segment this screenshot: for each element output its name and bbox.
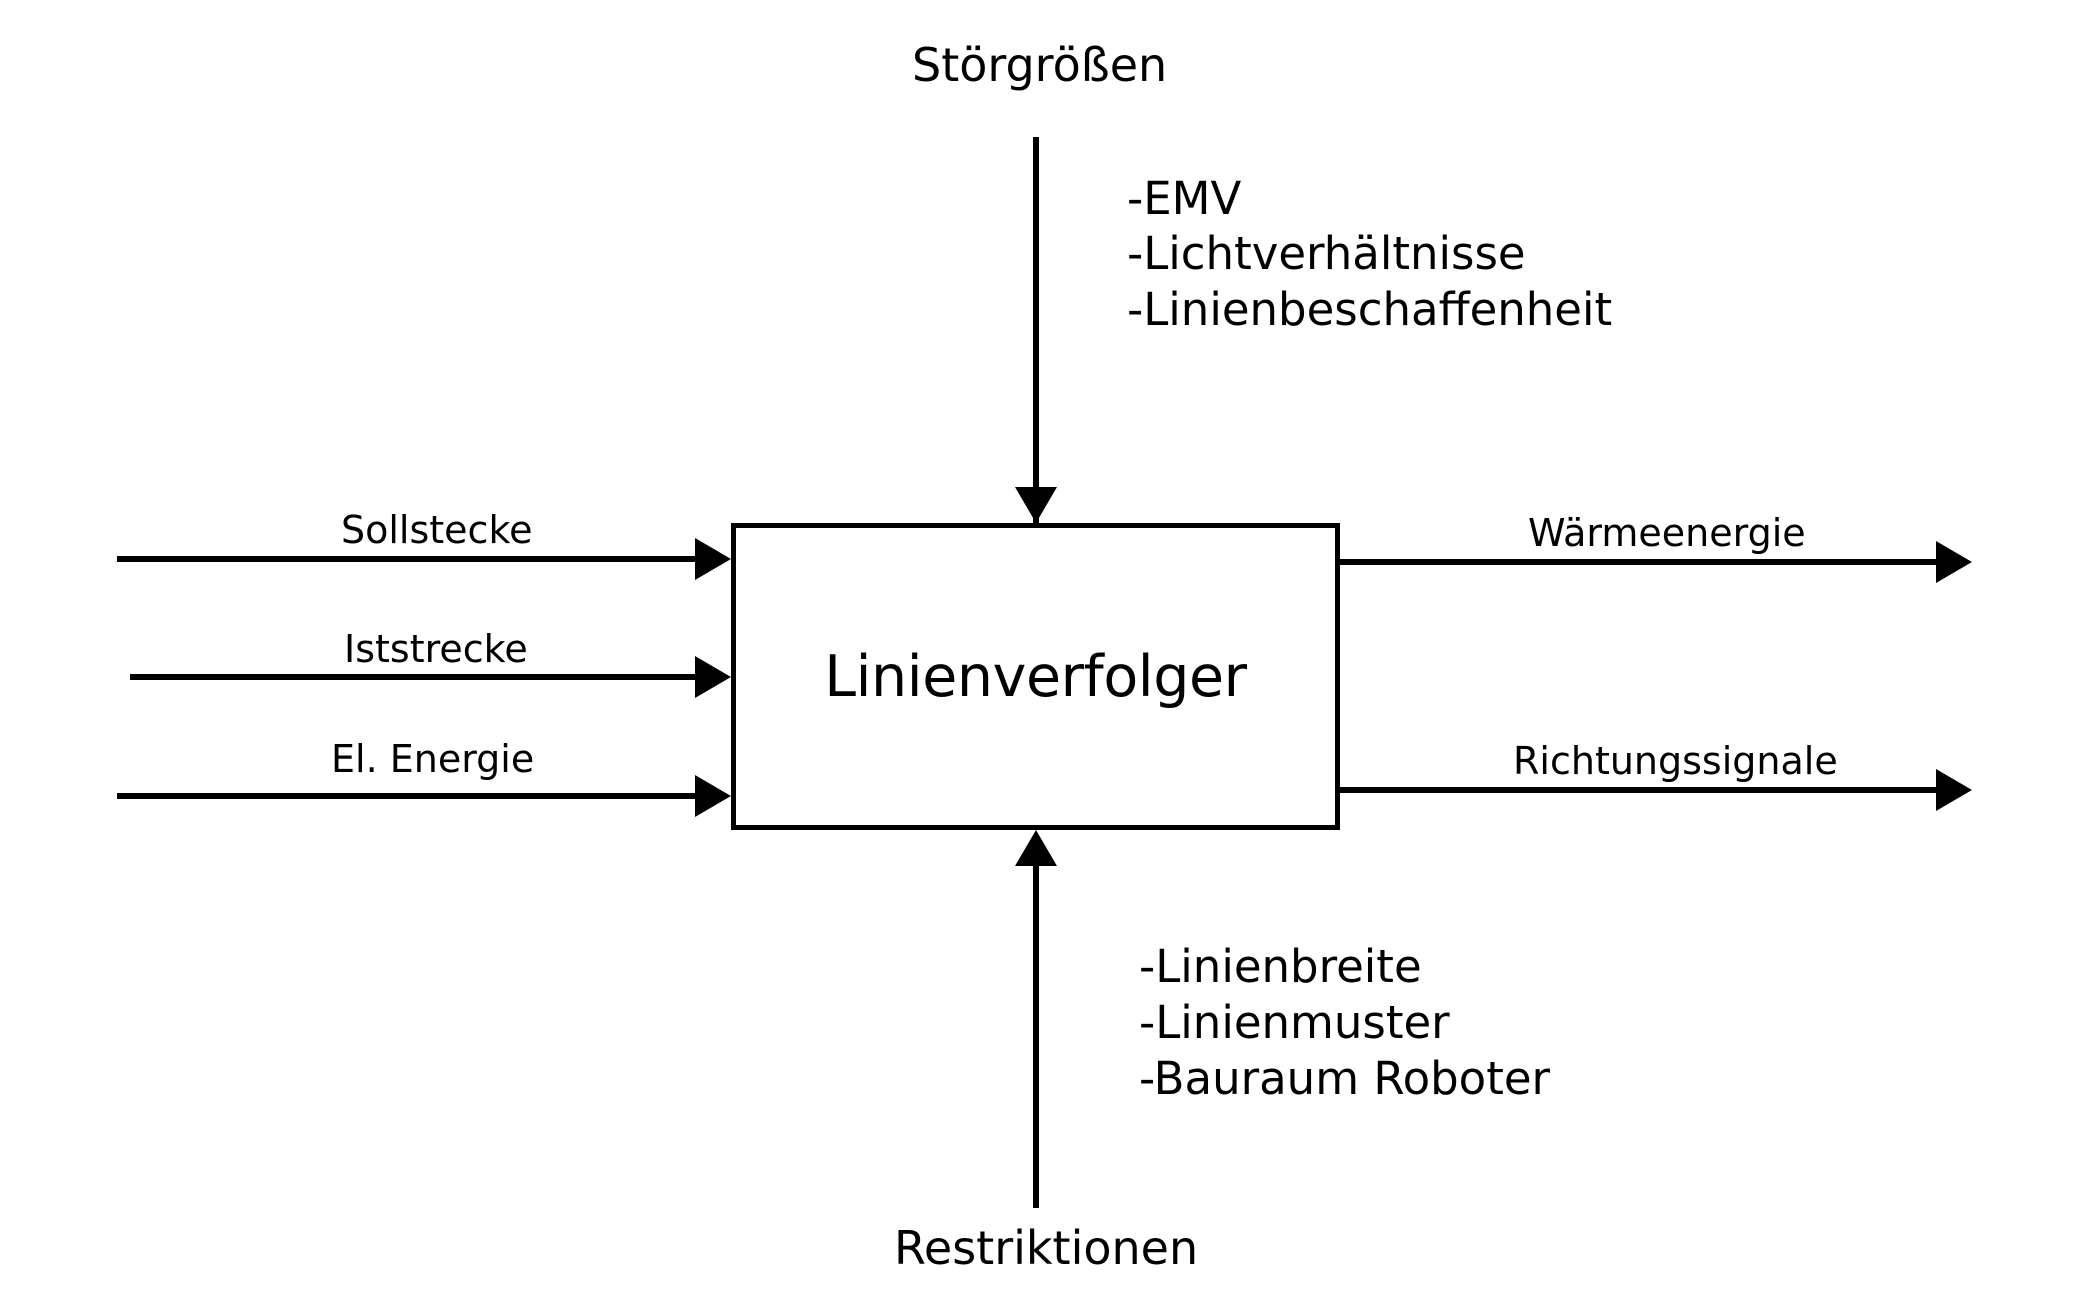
system-block: Linienverfolger xyxy=(731,523,1340,830)
input-arrow-head-icon xyxy=(695,656,731,698)
system-block-label: Linienverfolger xyxy=(824,643,1247,710)
disturbance-arrow-shaft xyxy=(1033,137,1039,523)
disturbance-list-item: -EMV xyxy=(1127,172,1242,225)
input-label-el-energie: El. Energie xyxy=(331,737,535,781)
restriction-list-item: -Linienmuster xyxy=(1139,996,1450,1049)
input-arrow-head-icon xyxy=(695,538,731,580)
disturbance-arrow-head-icon xyxy=(1015,487,1057,523)
disturbances-title: Störgrößen xyxy=(912,38,1168,92)
disturbance-list-item: -Lichtverhältnisse xyxy=(1127,227,1526,280)
input-arrow-shaft xyxy=(117,793,717,799)
restriction-list-item: -Bauraum Roboter xyxy=(1139,1052,1551,1105)
input-arrow-shaft xyxy=(130,674,717,680)
output-label-richtungssignale: Richtungssignale xyxy=(1513,739,1838,783)
input-arrow-head-icon xyxy=(695,775,731,817)
restriction-arrow-shaft xyxy=(1033,866,1039,1208)
input-arrow-shaft xyxy=(117,556,717,562)
output-arrow-head-icon xyxy=(1936,769,1972,811)
input-label-iststrecke: Iststrecke xyxy=(344,627,528,671)
restrictions-title: Restriktionen xyxy=(894,1221,1199,1275)
output-arrow-head-icon xyxy=(1936,541,1972,583)
disturbance-list-item: -Linienbeschaffenheit xyxy=(1127,283,1613,336)
output-label-waermeenergie: Wärmeenergie xyxy=(1528,511,1806,555)
input-label-sollstecke: Sollstecke xyxy=(341,508,533,552)
output-arrow-shaft xyxy=(1340,787,1940,793)
restriction-arrow-head-icon xyxy=(1015,830,1057,866)
output-arrow-shaft xyxy=(1340,559,1940,565)
restriction-list-item: -Linienbreite xyxy=(1139,940,1422,993)
